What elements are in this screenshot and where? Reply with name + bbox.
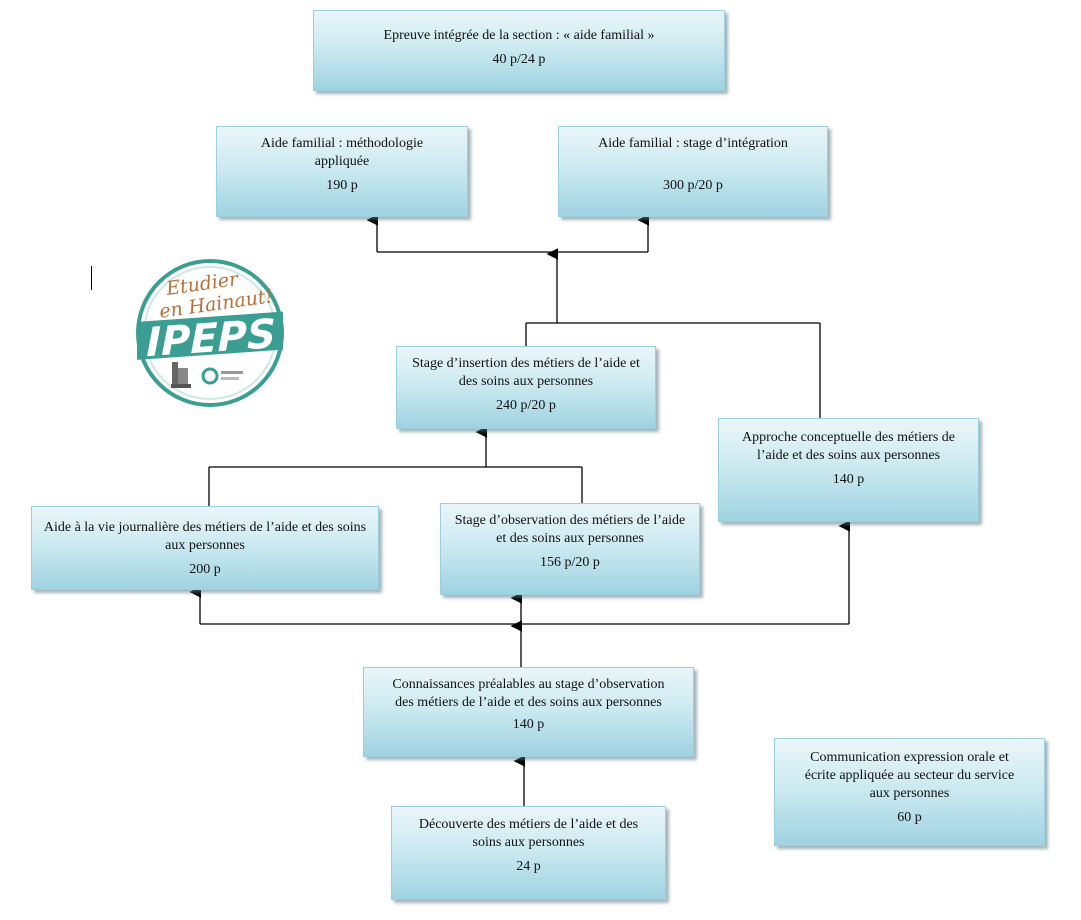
- box-periods: 240 p/20 p: [496, 398, 556, 413]
- box-periods: 300 p/20 p: [663, 178, 723, 193]
- box-periods: 24 p: [516, 859, 541, 874]
- box-communication-expression: Communication expression orale et écrite…: [774, 738, 1045, 846]
- box-title: Stage d’insertion des métiers de l’aide …: [412, 356, 640, 389]
- box-approche-conceptuelle: Approche conceptuelle des métiers de l’a…: [718, 418, 979, 522]
- box-title: Stage d’observation des métiers de l’aid…: [454, 513, 686, 546]
- box-stage-insertion: Stage d’insertion des métiers de l’aide …: [396, 346, 656, 429]
- box-connaissances-prealables: Connaissances préalables au stage d’obse…: [363, 667, 694, 757]
- box-periods: 190 p: [326, 178, 358, 193]
- box-aide-vie-journaliere: Aide à la vie journalière des métiers de…: [31, 506, 379, 590]
- logo-name: IPEPS: [146, 311, 276, 366]
- text-cursor: [91, 266, 92, 290]
- box-periods: 60 p: [897, 810, 922, 825]
- box-title: Découverte des métiers de l’aide et des …: [418, 817, 639, 850]
- box-epreuve-integree: Epreuve intégrée de la section : « aide …: [313, 10, 725, 91]
- box-periods: 140 p: [832, 472, 865, 487]
- box-title: Connaissances préalables au stage d’obse…: [392, 677, 665, 710]
- box-title: Aide familial : méthodologie appliquée: [260, 136, 424, 169]
- box-title: Communication expression orale et écrite…: [804, 750, 1015, 801]
- box-periods: 200 p: [189, 562, 221, 577]
- box-title: Aide familial : stage d’intégration: [598, 136, 788, 151]
- logo-hainaut-mark-icon: [171, 362, 191, 388]
- logo-ipeps-small-mark-icon: [201, 367, 243, 385]
- box-title: Epreuve intégrée de la section : « aide …: [383, 28, 655, 43]
- box-methodologie-appliquee: Aide familial : méthodologie appliquée 1…: [216, 126, 468, 217]
- box-title: Approche conceptuelle des métiers de l’a…: [741, 430, 956, 463]
- box-periods: 156 p/20 p: [540, 555, 600, 570]
- box-title: Aide à la vie journalière des métiers de…: [43, 520, 367, 553]
- ipeps-logo: Etudier en Hainaut! IPEPS: [136, 259, 284, 407]
- box-periods: 140 p: [512, 717, 545, 732]
- box-stage-observation: Stage d’observation des métiers de l’aid…: [440, 503, 700, 595]
- box-decouverte-metiers: Découverte des métiers de l’aide et des …: [391, 806, 666, 900]
- box-periods: 40 p/24 p: [492, 52, 546, 67]
- box-stage-integration: Aide familial : stage d’intégration 300 …: [558, 126, 828, 217]
